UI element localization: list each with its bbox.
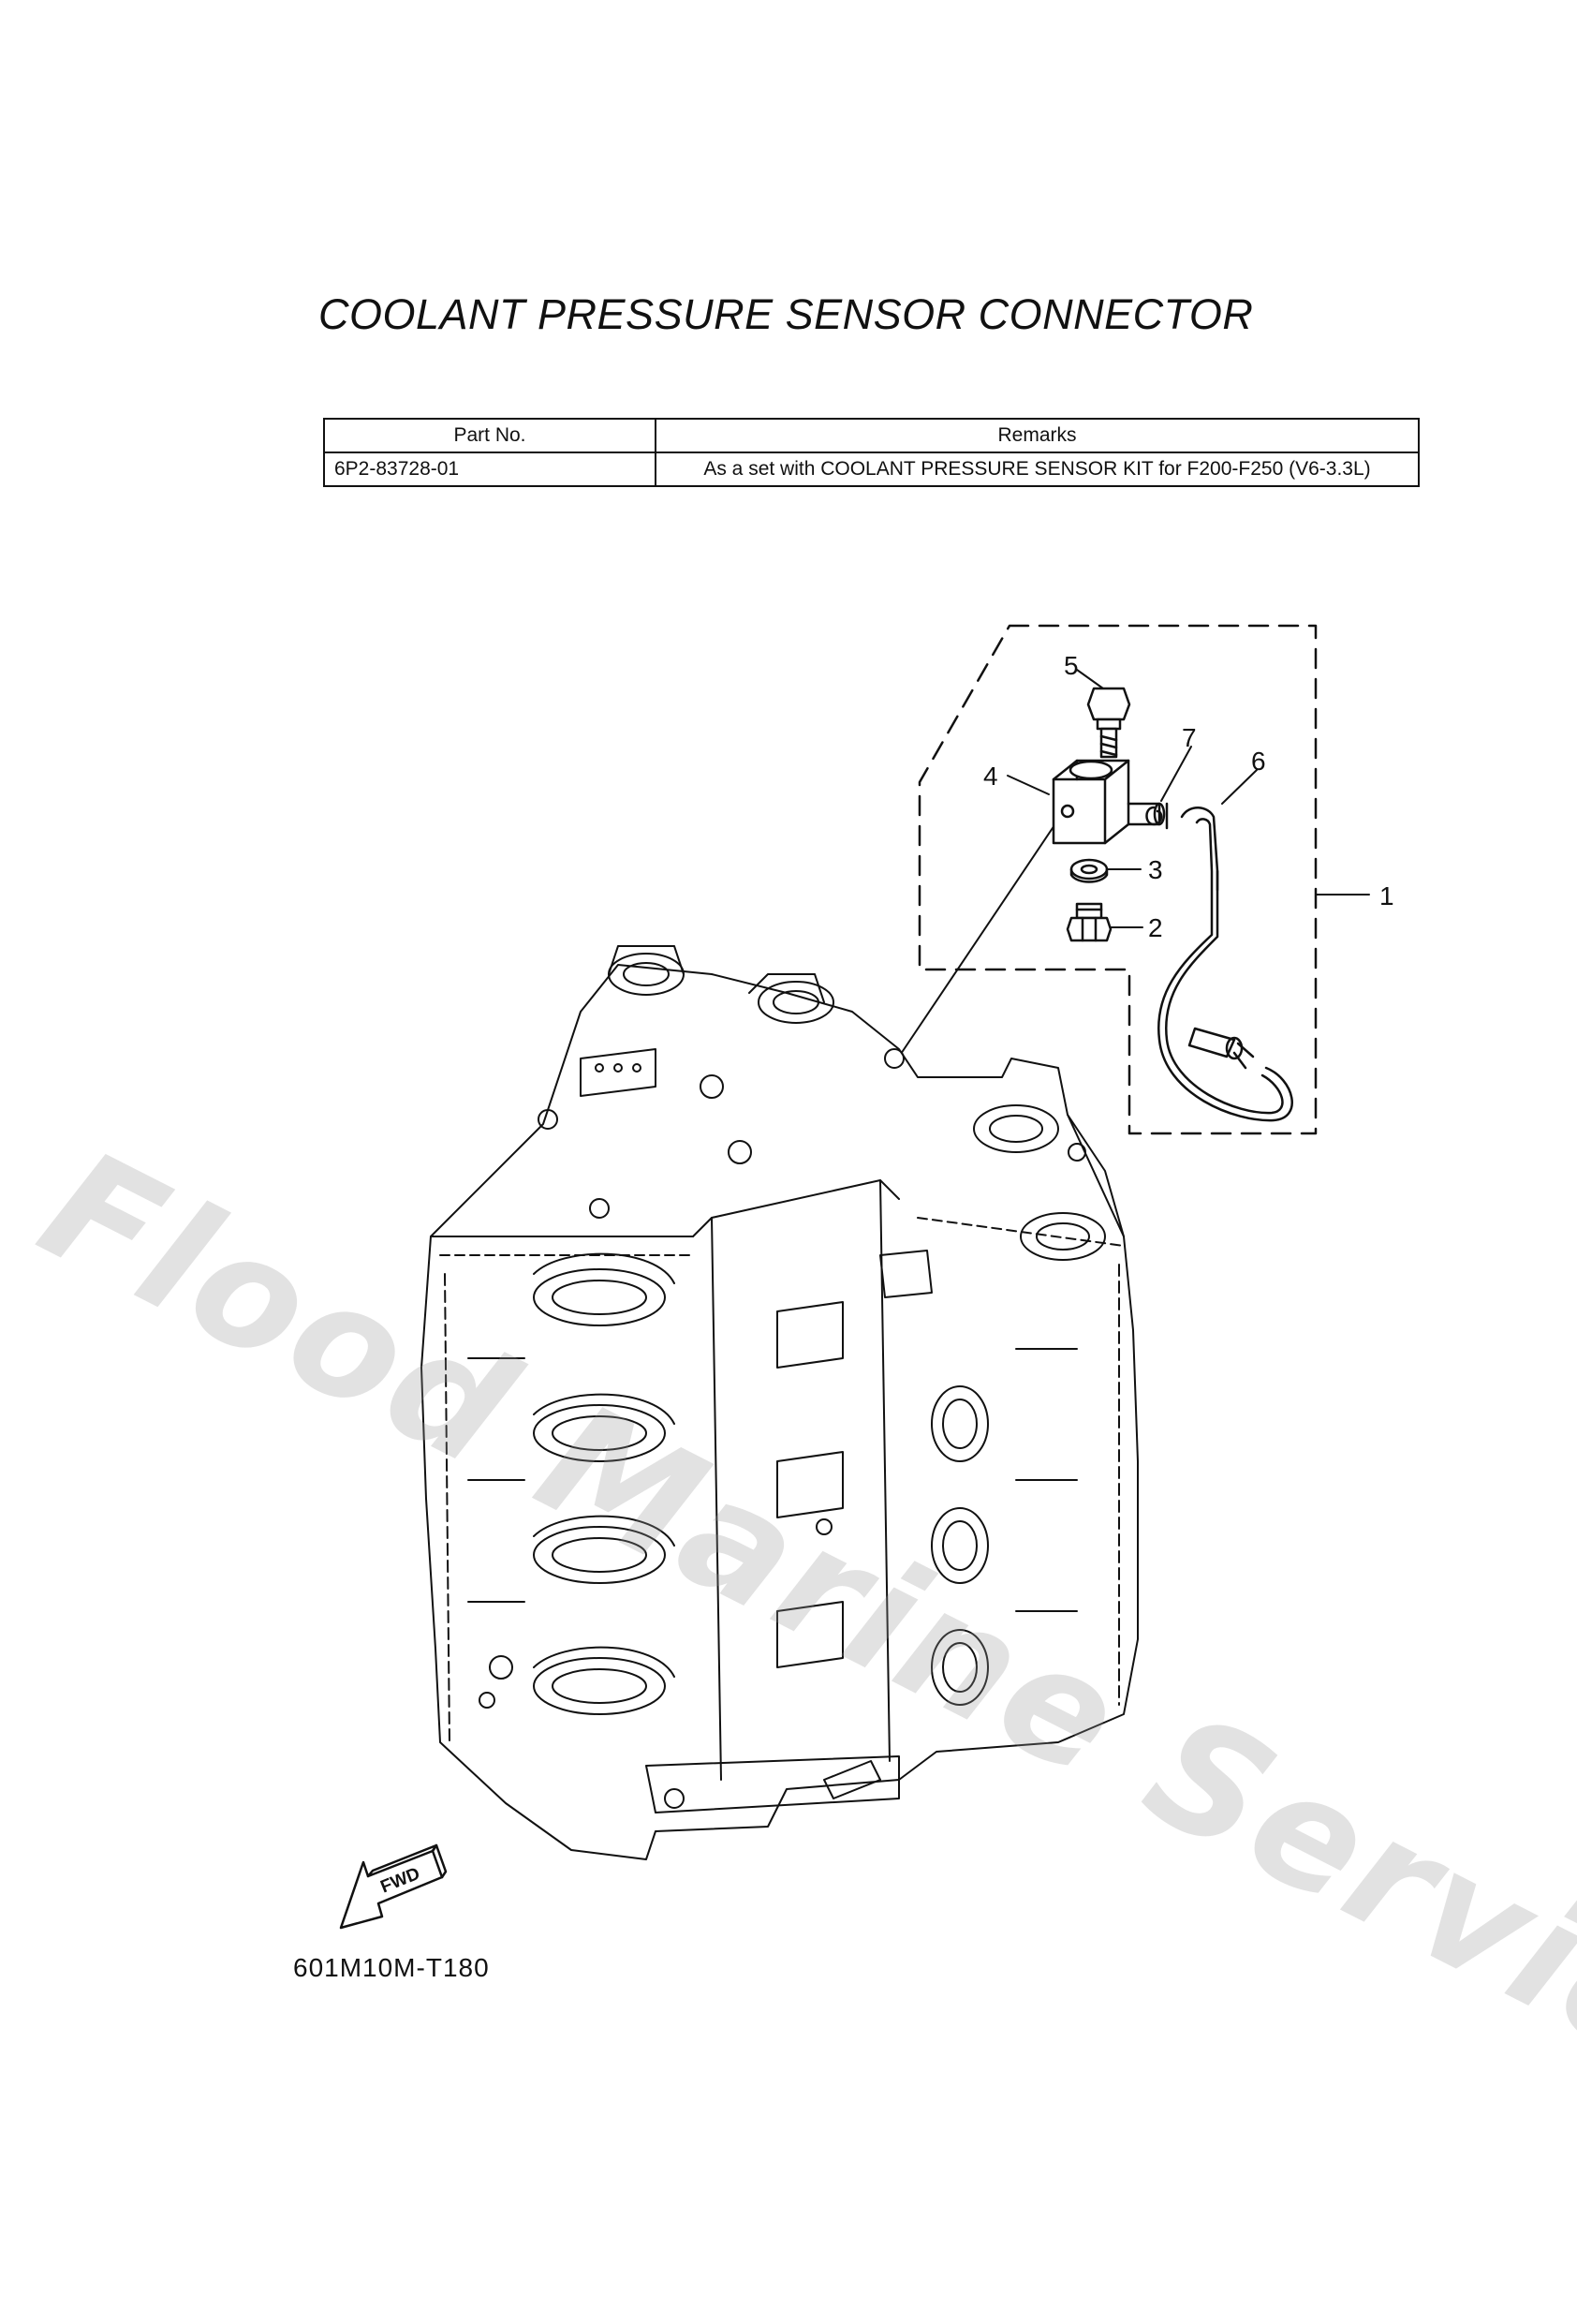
table-header-row: Part No. Remarks — [323, 418, 1420, 453]
callout-5: 5 — [1064, 651, 1079, 680]
diagram-code: 601M10M-T180 — [293, 1953, 490, 1982]
callout-7: 7 — [1182, 723, 1197, 752]
callout-4: 4 — [983, 762, 998, 791]
parts-table: Part No. Remarks 6P2-83728-01 As a set w… — [323, 418, 1420, 487]
leader-6 — [1221, 769, 1258, 805]
kit-boundary-dashed — [918, 624, 1318, 1135]
washer-part-3 — [1069, 858, 1109, 883]
leader-4 — [1007, 775, 1050, 795]
table-row: 6P2-83728-01 As a set with COOLANT PRESS… — [323, 451, 1420, 487]
callout-2: 2 — [1148, 913, 1163, 942]
clip-part-7 — [1145, 802, 1169, 830]
hose-part-6 — [1157, 807, 1293, 1122]
page-title: COOLANT PRESSURE SENSOR CONNECTOR — [318, 290, 1254, 338]
plug-part-2 — [1066, 902, 1113, 942]
callout-1: 1 — [1379, 881, 1394, 910]
connector-block-part-4 — [1052, 759, 1166, 845]
callout-6: 6 — [1251, 747, 1266, 776]
header-part-no: Part No. — [323, 418, 656, 453]
header-remarks: Remarks — [655, 418, 1420, 453]
engine-block — [420, 945, 1139, 1860]
leader-7 — [1160, 746, 1192, 802]
leader-5 — [1076, 669, 1104, 689]
leader-install — [898, 822, 1057, 1058]
cell-remarks: As a set with COOLANT PRESSURE SENSOR KI… — [655, 451, 1420, 487]
bolt-part-5 — [1086, 687, 1131, 759]
callout-3: 3 — [1148, 855, 1163, 884]
fwd-arrow-icon — [339, 1843, 448, 1930]
cell-part-no: 6P2-83728-01 — [323, 451, 656, 487]
